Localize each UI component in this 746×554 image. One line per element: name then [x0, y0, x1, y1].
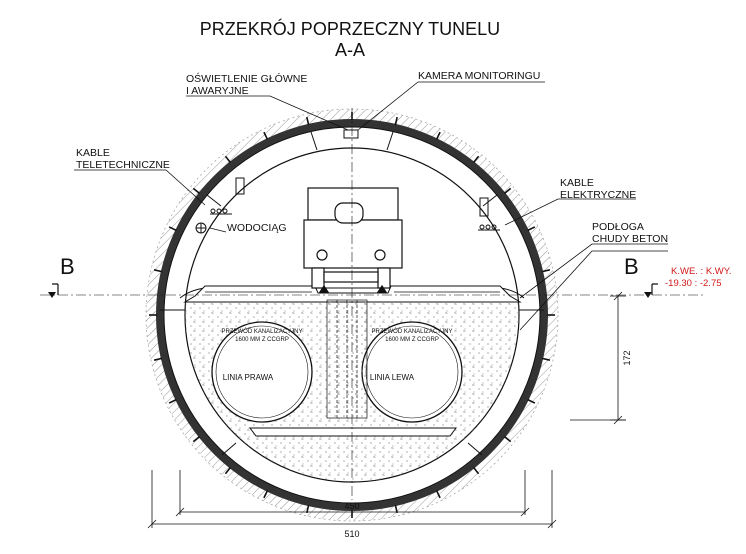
grout-tie: [168, 398, 177, 404]
cable-tray-icon: [195, 177, 500, 234]
title-line1: PRZEKRÓJ POPRZECZNY TUNELU: [200, 18, 500, 39]
grout-tie: [527, 398, 536, 404]
label-telecom-1: KABLE: [76, 147, 110, 159]
label-camera: KAMERA MONITORINGU: [418, 70, 540, 82]
grout-ties: [149, 112, 555, 518]
section-marker-right: B: [624, 254, 639, 279]
grout-tie: [263, 490, 269, 499]
grout-tie: [394, 116, 398, 126]
grout-tie: [503, 187, 512, 195]
section-marker-left: B: [60, 254, 75, 279]
sewer-pipe-left: [211, 321, 313, 423]
leader-lines: [74, 81, 668, 331]
grout-tie: [306, 116, 310, 126]
drain-column: [326, 299, 368, 419]
label-electric-2: ELEKTRYCZNE: [560, 189, 636, 201]
segment-joints: [160, 131, 544, 456]
pipe-left-label-1: PRZEWÓD KANALIZACYJNY: [221, 328, 302, 335]
dimension-inner-width: 450: [344, 501, 359, 511]
line-left-label: LINIA LEWA: [370, 373, 415, 382]
grout-tie: [503, 435, 512, 443]
line-right-label: LINIA PRAWA: [223, 373, 274, 382]
lamp-icon: [343, 129, 359, 139]
title-line2: A-A: [335, 40, 365, 60]
label-floor-1: PODŁOGA: [592, 221, 644, 233]
train-vehicle: [303, 187, 403, 293]
pipe-right-label-1: PRZEWÓD KANALIZACYJNY: [371, 328, 452, 335]
grout-tie: [472, 155, 480, 164]
label-floor-2: CHUDY BETON: [592, 233, 668, 245]
grout-tie: [192, 187, 201, 195]
grout-tie: [541, 357, 551, 361]
base-slab: [249, 427, 457, 437]
label-lighting-2: I AWARYJNE: [186, 85, 249, 97]
grout-tie: [192, 435, 201, 443]
grout-tie: [153, 357, 163, 361]
height-dimension: [570, 291, 626, 425]
levels-line2: -19.30 : -2.75: [665, 278, 722, 289]
grout-tie: [527, 226, 536, 232]
label-water: WODOCIĄG: [227, 222, 287, 234]
width-dimensions: [147, 470, 557, 529]
floor-slab: [183, 285, 522, 303]
label-electric-1: KABLE: [560, 177, 594, 189]
grout-tie: [263, 131, 269, 140]
pipe-right-label-2: 1600 MM Z CCGRP: [385, 337, 439, 343]
levels-line1: K.WE. : K.WY.: [671, 266, 732, 277]
grout-tie: [435, 490, 441, 499]
dimension-outer-width: 510: [344, 529, 359, 539]
grout-tie: [224, 155, 232, 164]
dimension-height: 172: [622, 350, 632, 365]
grout-tie: [541, 269, 551, 273]
label-lighting-1: OŚWIETLENIE GŁÓWNE: [186, 72, 307, 85]
grout-tie: [153, 269, 163, 273]
pipe-left-label-2: 1600 MM Z CCGRP: [235, 337, 289, 343]
grout-tie: [435, 131, 441, 140]
label-telecom-2: TELETECHNICZNE: [76, 159, 170, 171]
grout-tie: [472, 466, 480, 475]
grout-tie: [168, 226, 177, 232]
grout-tie: [224, 466, 232, 475]
